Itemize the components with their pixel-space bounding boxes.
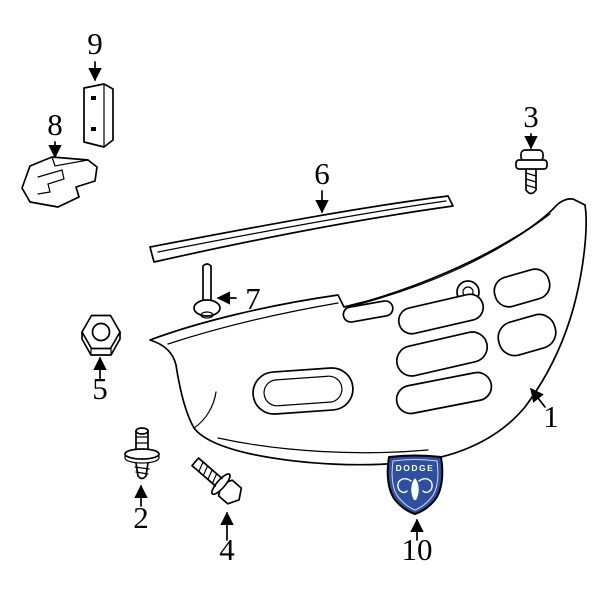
side-bracket-hole: [91, 127, 96, 131]
callout-label-9[interactable]: 9: [87, 26, 103, 61]
callout-label-8[interactable]: 8: [47, 107, 63, 142]
emblem-text: DODGE: [396, 463, 435, 473]
bracket-edge: [51, 156, 89, 167]
nut-hole: [91, 322, 111, 342]
ram-horn-right: [418, 478, 433, 494]
bumper-bottom-crease: [217, 437, 429, 454]
part-8-bracket[interactable]: [21, 156, 98, 208]
stud-pin-shaft: [202, 263, 212, 302]
ram-head-icon: [411, 478, 419, 501]
callout-label-6[interactable]: 6: [314, 156, 330, 191]
grille-opening: [395, 331, 489, 377]
part-4-bolt[interactable]: [187, 452, 248, 510]
push-clip-stem: [135, 462, 149, 480]
part-2-push-clip[interactable]: [124, 427, 160, 480]
part-1-bumper-cover[interactable]: [149, 198, 587, 466]
bolt-threads: [198, 461, 218, 484]
grille-opening: [395, 371, 493, 415]
push-clip-shaft: [135, 430, 149, 451]
impact-strip-outline: [149, 195, 454, 263]
bumper-left-crease: [167, 302, 339, 345]
bracket-outline: [21, 156, 98, 208]
screw-shank: [525, 168, 537, 195]
stud-pin-tip: [200, 311, 214, 319]
callout-arrow-1: [530, 387, 546, 408]
bumper-top-crease: [355, 213, 551, 306]
callout-label-5[interactable]: 5: [92, 371, 108, 406]
part-5-hex-nut[interactable]: [81, 314, 121, 356]
grille-opening: [342, 300, 394, 323]
callout-label-2[interactable]: 2: [133, 500, 149, 535]
part-10-dodge-emblem[interactable]: DODGE: [386, 454, 444, 515]
screw-washer: [515, 159, 548, 170]
callout-label-3[interactable]: 3: [523, 99, 539, 134]
callout-label-4[interactable]: 4: [219, 532, 235, 567]
ram-horn-left: [397, 478, 412, 494]
bumper-corner-line: [193, 391, 217, 429]
push-clip-flange-edge: [124, 453, 160, 464]
grille-opening: [397, 293, 485, 335]
fog-lamp-opening-inner: [263, 375, 343, 407]
stud-pin-flange: [193, 299, 221, 317]
part-7-stud-pin[interactable]: [193, 263, 221, 319]
push-clip-ribs: [135, 436, 149, 444]
grille-opening: [493, 268, 551, 308]
side-bracket-hole: [91, 96, 96, 100]
callout-label-1[interactable]: 1: [543, 399, 559, 434]
push-clip-flange: [124, 448, 160, 460]
callout-label-7[interactable]: 7: [245, 281, 261, 316]
part-6-impact-strip[interactable]: [149, 195, 454, 263]
part-9-side-bracket[interactable]: [83, 83, 114, 148]
bolt-washer: [211, 473, 231, 496]
callout-label-10[interactable]: 10: [402, 532, 433, 567]
emblem-inner-border: [391, 459, 439, 511]
grille-opening: [497, 313, 557, 357]
fog-lamp-opening: [252, 367, 354, 415]
push-clip-head: [135, 427, 149, 435]
bracket-slot: [37, 169, 65, 195]
push-clip-barbs: [134, 466, 150, 475]
screw-threads: [525, 172, 537, 189]
impact-strip-rib: [157, 200, 447, 253]
nut-body: [81, 314, 121, 350]
side-bracket-outline: [83, 83, 114, 148]
part-3-screw[interactable]: [515, 149, 548, 195]
